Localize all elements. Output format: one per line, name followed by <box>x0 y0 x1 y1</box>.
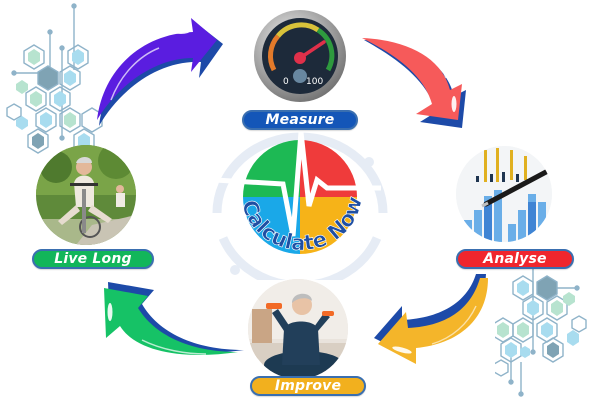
improve-text: Improve <box>274 378 342 394</box>
gauge-max-label: 100 <box>306 77 323 87</box>
stage-measure-label[interactable]: Measure <box>242 110 358 130</box>
hexagon-pattern-bottom-right <box>495 262 600 400</box>
arrow-improve-to-livelong <box>96 278 246 358</box>
analyse-charts-photo <box>456 146 552 242</box>
analyse-text: Analyse <box>483 251 547 267</box>
arrow-livelong-to-measure <box>95 14 225 132</box>
measure-text: Measure <box>265 112 335 128</box>
stage-analyse-label[interactable]: Analyse <box>456 249 574 269</box>
gauge-min-label: 0 <box>283 77 289 87</box>
improve-exercise-photo <box>248 279 348 379</box>
stage-livelong-label[interactable]: Live Long <box>32 249 154 269</box>
speedometer-gauge-image: 0 100 <box>252 8 348 104</box>
center-calculate-now-logo[interactable]: Calculate Now <box>205 118 395 280</box>
hexagon-pattern-top-left <box>0 0 110 160</box>
arrow-analyse-to-improve <box>366 270 488 370</box>
livelong-cycling-photo <box>36 145 136 245</box>
stage-improve-label[interactable]: Improve <box>250 376 366 396</box>
arrow-measure-to-analyse <box>358 36 470 128</box>
livelong-text: Live Long <box>54 251 132 267</box>
